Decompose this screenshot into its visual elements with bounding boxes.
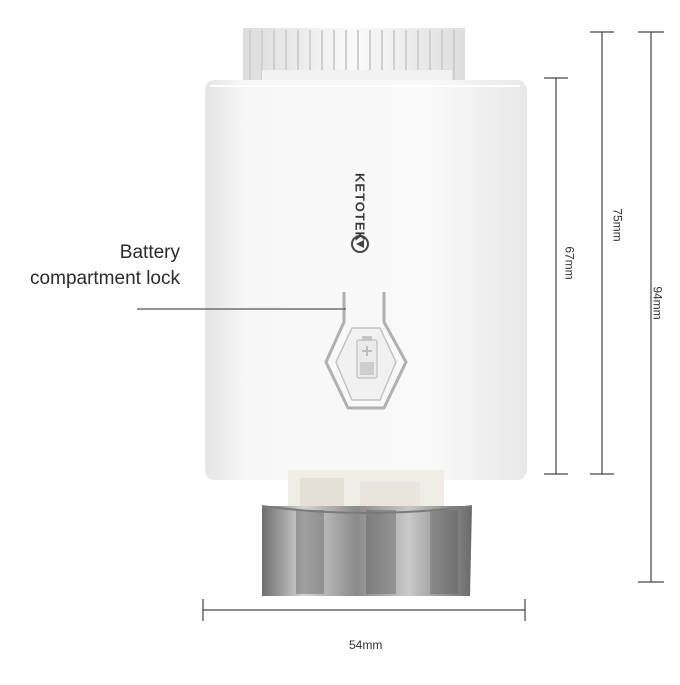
thermostat-body <box>205 80 527 480</box>
callout-line-2: compartment lock <box>30 268 180 289</box>
height-67-label: 67mm <box>562 246 577 280</box>
height-75-label: 75mm <box>610 208 625 242</box>
height-94-dimension-line <box>638 31 664 583</box>
height-94-label: 94mm <box>650 286 665 320</box>
height-75-dimension-line <box>590 31 614 475</box>
battery-lock[interactable] <box>324 292 408 410</box>
metal-nut <box>261 505 473 596</box>
brand-logo-icon <box>351 235 369 253</box>
width-dimension-line <box>202 599 526 621</box>
callout-line-1: Battery <box>119 242 180 263</box>
brand-name: KETOTEK <box>352 173 368 242</box>
battery-icon <box>356 336 378 379</box>
width-label: 54mm <box>349 638 383 652</box>
height-67-dimension-line <box>544 77 568 475</box>
battery-lock-callout: Battery compartment lock <box>0 240 180 292</box>
top-knob <box>243 28 465 84</box>
